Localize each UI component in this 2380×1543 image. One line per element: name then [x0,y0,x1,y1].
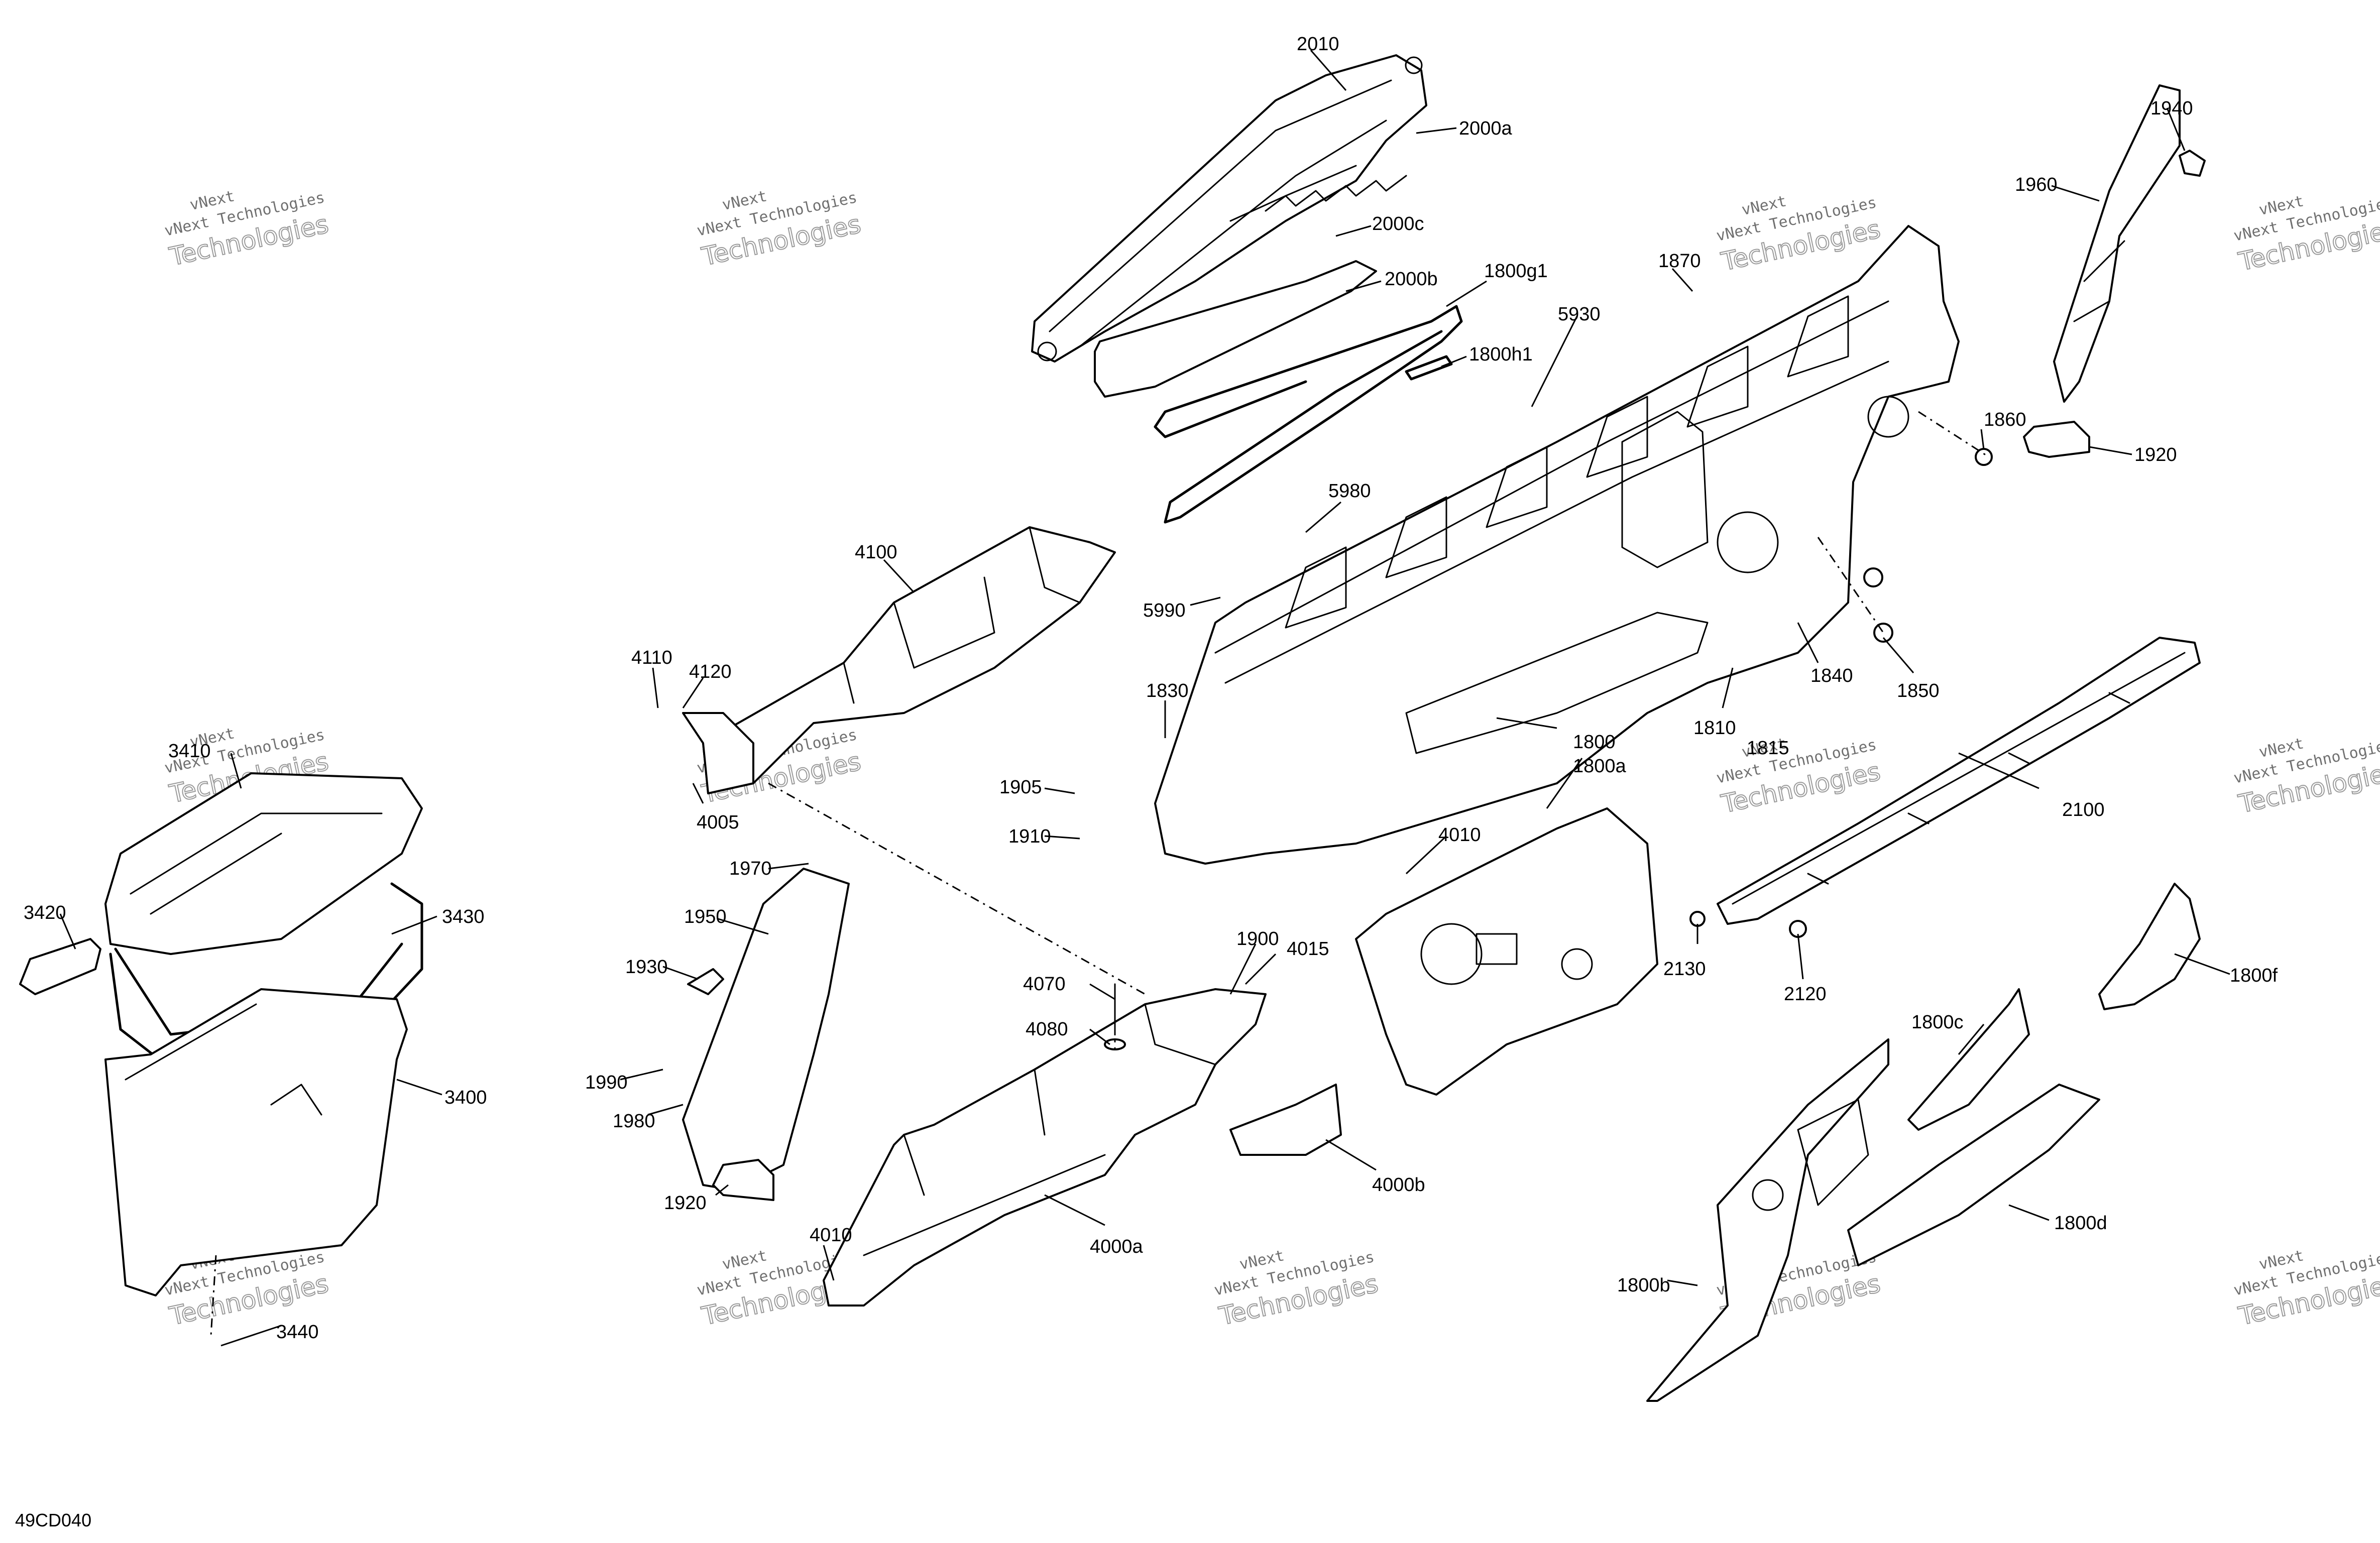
label-4110: 4110 [631,647,672,668]
label-1905: 1905 [999,777,1042,798]
label-1950: 1950 [684,906,727,927]
label-4010-lower: 4010 [810,1225,852,1246]
label-5980: 5980 [1328,481,1371,502]
label-1910: 1910 [1008,826,1051,847]
label-3430: 3430 [442,906,485,927]
label-1800g1: 1800g1 [1484,261,1548,282]
watermark: vNext vNext Technologies Technologies [1715,735,1883,819]
label-1930: 1930 [625,957,668,978]
part-4005 [682,712,754,794]
label-4100: 4100 [855,542,897,563]
part-3410 [104,772,423,955]
part-1800d [1847,1084,2100,1266]
part-2100 [1717,637,2201,925]
label-1920-right: 1920 [2134,444,2177,465]
label-4000b: 4000b [1372,1174,1425,1196]
watermark: vNext vNext Technologies Technologies [695,187,864,272]
label-1800f: 1800f [2230,965,2278,986]
watermark: vNext vNext Technologies Technologies [1715,192,1883,277]
label-2010: 2010 [1297,34,1339,55]
part-1800f [2098,883,2201,1010]
parts [19,54,2206,1402]
label-1800a: 1800a [1573,756,1627,777]
label-4120: 4120 [689,661,732,682]
label-1830: 1830 [1146,680,1189,701]
label-3400: 3400 [444,1087,487,1108]
label-3410: 3410 [168,741,211,762]
watermark: vNext vNext Technologies Technologies [2232,1247,2380,1331]
part-3400 [104,988,408,1296]
label-4070: 4070 [1023,974,1066,995]
part-labels: 2010 2000a 2000c 2000b 1800g1 1800h1 593… [24,34,2278,1343]
label-3420: 3420 [24,902,66,923]
label-2130: 2130 [1663,959,1706,980]
part-1800g1 [1154,305,1463,524]
label-4010-upper: 4010 [1438,824,1481,846]
label-1800b: 1800b [1617,1275,1670,1296]
label-2100: 2100 [2062,799,2105,820]
label-1990: 1990 [585,1072,628,1093]
part-1800 [1154,225,1960,865]
part-3420 [19,938,101,995]
part-2130 [1689,911,1706,927]
part-1800c [1907,988,2030,1131]
watermark: vNext vNext Technologies Technologies [2232,192,2380,277]
label-1920-left: 1920 [664,1193,707,1214]
label-1900: 1900 [1236,928,1279,949]
part-1930 [687,968,724,995]
part-1800b [1646,1038,1889,1402]
part-4000a [823,988,1267,1307]
part-2000b [1094,260,1377,398]
watermark: vNext vNext Technologies Technologies [1212,1247,1381,1331]
label-1800c: 1800c [1911,1012,1964,1033]
label-4015: 4015 [1287,938,1329,960]
label-2000c: 2000c [1372,213,1424,234]
assembly-lines [210,411,1989,1336]
label-1800h1: 1800h1 [1469,344,1533,365]
leader-lines [59,50,2230,1347]
watermark: vNext vNext Technologies Technologies [163,187,331,272]
part-4100 [702,526,1116,794]
part-1800h1 [1405,355,1453,381]
label-1960: 1960 [2015,174,2058,195]
part-4000b [1229,1084,1342,1156]
part-1920-left [712,1159,774,1201]
label-1980: 1980 [613,1111,655,1132]
label-1870: 1870 [1658,251,1701,272]
label-1815: 1815 [1747,738,1789,759]
label-1800: 1800 [1573,732,1616,753]
label-1840: 1840 [1810,665,1853,686]
label-4080: 4080 [1026,1019,1068,1040]
label-2000b: 2000b [1385,269,1438,290]
label-1860: 1860 [1984,409,2026,430]
label-4005: 4005 [697,812,739,833]
part-2000a [1031,54,1427,363]
label-2120: 2120 [1784,984,1827,1005]
part-1960 [2053,84,2181,403]
label-1970: 1970 [729,858,772,879]
label-1810: 1810 [1693,718,1736,739]
diagram-code: 49CD040 [15,1510,91,1530]
label-1940: 1940 [2150,98,2193,119]
part-1850-a [1863,567,1883,587]
part-1860 [1975,448,1993,466]
watermark: vNext vNext Technologies Technologies [2232,735,2380,819]
label-2000a: 2000a [1459,118,1513,139]
label-3440: 3440 [276,1322,319,1343]
label-1800d: 1800d [2054,1213,2107,1234]
label-5930: 5930 [1558,304,1601,325]
label-4000a: 4000a [1090,1236,1144,1257]
part-1920-right [2023,421,2090,458]
part-1850-b [1873,623,1893,643]
part-1940 [2179,150,2206,177]
label-1850: 1850 [1897,680,1940,701]
part-1800a [1355,807,1658,1096]
label-5990: 5990 [1143,600,1186,621]
